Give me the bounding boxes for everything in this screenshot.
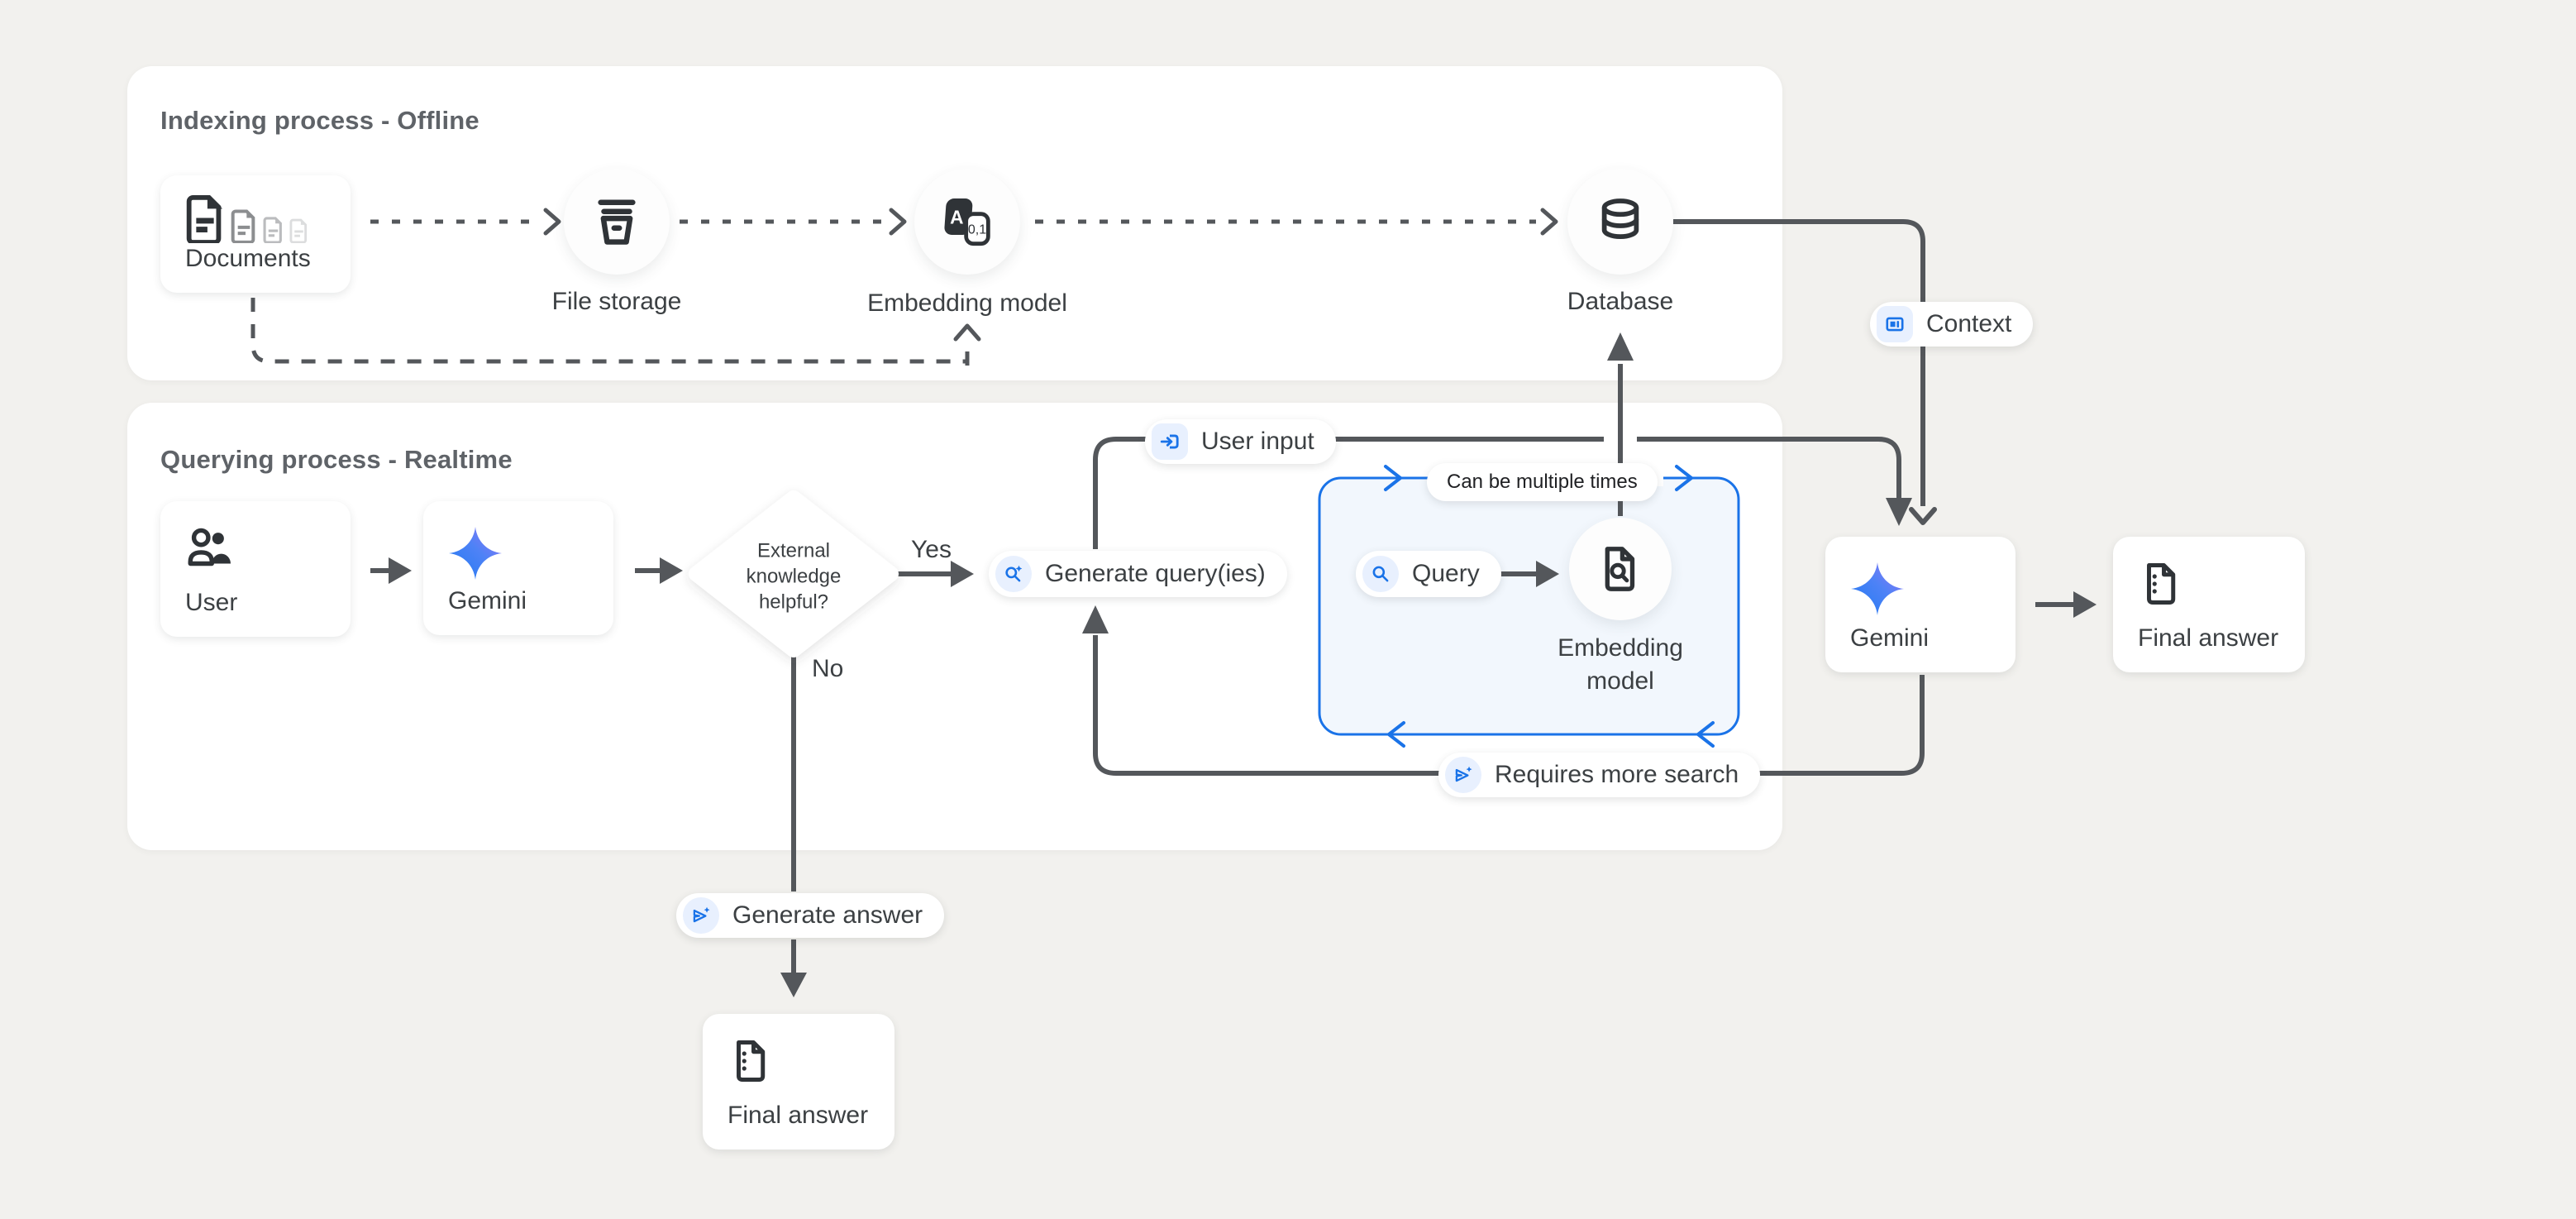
user-icon bbox=[188, 528, 231, 566]
send-sparkle-icon bbox=[1445, 757, 1481, 793]
embedding-model-offline-label: Embedding model bbox=[867, 289, 1067, 317]
edge-generate-answer-arrowhead bbox=[780, 973, 807, 997]
context-pill: Context bbox=[1870, 302, 2034, 347]
user-card: User bbox=[160, 501, 351, 637]
yes-label: Yes bbox=[911, 536, 952, 563]
query-pill: Query bbox=[1356, 551, 1501, 597]
edge-context-arrowhead bbox=[1909, 507, 1937, 525]
embedding-model-realtime-node bbox=[1569, 518, 1672, 620]
bucket-icon bbox=[598, 199, 636, 245]
no-label: No bbox=[812, 655, 844, 682]
generate-answer-pill: Generate answer bbox=[676, 893, 945, 938]
file-storage-node bbox=[564, 169, 670, 275]
svg-text:0,1: 0,1 bbox=[968, 223, 986, 237]
user-input-label: User input bbox=[1201, 428, 1314, 455]
generate-queries-pill: Generate query(ies) bbox=[989, 551, 1287, 597]
gemini-star-icon bbox=[449, 527, 502, 580]
final-answer-bottom-card: Final answer bbox=[703, 1014, 894, 1150]
indexing-panel-title: Indexing process - Offline bbox=[160, 106, 479, 135]
search-sparkle-icon bbox=[995, 556, 1032, 592]
documents-card: Documents bbox=[160, 175, 351, 293]
can-be-multiple-times-pill: Can be multiple times bbox=[1427, 463, 1658, 501]
embedding-model-offline-node: A 0,1 bbox=[914, 169, 1020, 275]
file-storage-label: File storage bbox=[551, 288, 682, 315]
context-icon bbox=[1877, 306, 1913, 342]
input-icon bbox=[1152, 423, 1188, 460]
gemini-left-card: Gemini bbox=[423, 501, 613, 635]
query-label: Query bbox=[1412, 560, 1480, 587]
gemini-left-label: Gemini bbox=[448, 587, 527, 614]
svg-text:A: A bbox=[950, 207, 963, 228]
edge-user-input-arrowhead bbox=[1886, 498, 1912, 526]
final-answer-doc-icon bbox=[2147, 563, 2176, 605]
database-label: Database bbox=[1567, 288, 1674, 315]
generate-answer-label: Generate answer bbox=[732, 901, 923, 929]
generate-queries-label: Generate query(ies) bbox=[1045, 560, 1266, 587]
gemini-star-icon bbox=[1851, 562, 1904, 615]
user-input-pill: User input bbox=[1145, 419, 1336, 464]
file-search-icon bbox=[1605, 547, 1635, 591]
edge-gemini-right-to-final-arrowhead bbox=[2073, 591, 2097, 618]
embedding-model-realtime-label: Embedding model bbox=[1558, 634, 1683, 695]
decision-text: External knowledge helpful? bbox=[746, 539, 842, 614]
final-answer-right-label: Final answer bbox=[2138, 624, 2279, 652]
database-node bbox=[1567, 169, 1673, 275]
context-label: Context bbox=[1926, 310, 2012, 337]
send-sparkle-icon bbox=[683, 897, 719, 934]
search-icon bbox=[1362, 556, 1399, 592]
querying-panel-title: Querying process - Realtime bbox=[160, 445, 513, 474]
documents-icon bbox=[185, 195, 326, 243]
final-answer-bottom-label: Final answer bbox=[727, 1102, 869, 1129]
documents-label: Documents bbox=[185, 245, 311, 272]
final-answer-doc-icon bbox=[737, 1040, 766, 1082]
requires-more-search-pill: Requires more search bbox=[1438, 753, 1761, 797]
database-icon bbox=[1601, 198, 1639, 239]
final-answer-right-card: Final answer bbox=[2113, 537, 2305, 672]
user-label: User bbox=[185, 589, 238, 616]
requires-more-search-label: Requires more search bbox=[1495, 761, 1739, 788]
can-be-multiple-times-label: Can be multiple times bbox=[1447, 471, 1638, 493]
gemini-right-label: Gemini bbox=[1850, 624, 1930, 652]
embedding-translate-icon: A 0,1 bbox=[944, 198, 990, 246]
gemini-right-card: Gemini bbox=[1825, 537, 2015, 672]
